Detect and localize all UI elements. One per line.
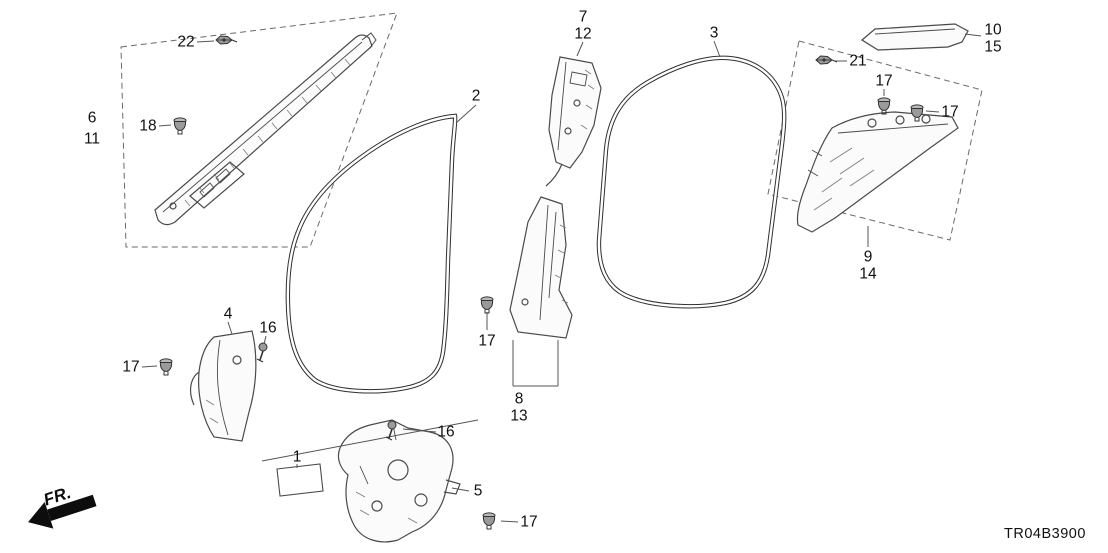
callout-5[interactable]: 5 bbox=[473, 482, 483, 500]
callout-4[interactable]: 4 bbox=[223, 305, 233, 323]
wing-clip-22-icon bbox=[215, 35, 238, 45]
callout-16-lower[interactable]: 16 bbox=[437, 423, 455, 441]
callout-15[interactable]: 15 bbox=[984, 38, 1002, 56]
callout-17-bottom[interactable]: 17 bbox=[520, 513, 538, 531]
callout-10[interactable]: 10 bbox=[984, 21, 1002, 39]
diagram-code: TR04B3900 bbox=[1004, 526, 1086, 542]
fr-direction-arrow: FR. bbox=[28, 483, 97, 529]
grommet-clip-17-bottom-icon bbox=[482, 512, 496, 530]
callout-22[interactable]: 22 bbox=[177, 33, 195, 51]
front-pillar-dashed-box bbox=[120, 12, 398, 248]
grommet-clip-17-right-upper-icon bbox=[877, 97, 891, 115]
quarter-pillar-garnish bbox=[796, 111, 959, 233]
callout-1[interactable]: 1 bbox=[292, 448, 302, 466]
quarter-garnish-hatching bbox=[813, 147, 875, 211]
callout-14[interactable]: 14 bbox=[859, 265, 877, 283]
callout-12[interactable]: 12 bbox=[574, 25, 592, 43]
a-pillar-hatching bbox=[184, 58, 351, 207]
b-pillar-lower-garnish bbox=[509, 196, 573, 339]
rear-pillar-dashed-box bbox=[767, 40, 983, 241]
callout-17-center[interactable]: 17 bbox=[478, 332, 496, 350]
b-pillar-upper-garnish bbox=[545, 56, 602, 187]
callout-9[interactable]: 9 bbox=[863, 248, 873, 266]
grommet-clip-18-icon bbox=[173, 117, 187, 135]
roof-side-garnish bbox=[860, 23, 969, 51]
a-pillar-garnish bbox=[154, 32, 377, 226]
b-pillar-upper-hatching bbox=[580, 69, 595, 130]
callout-21[interactable]: 21 bbox=[849, 52, 867, 70]
leader-lines bbox=[141, 33, 982, 523]
callout-17-right-lower[interactable]: 17 bbox=[941, 103, 959, 121]
callout-6[interactable]: 6 bbox=[87, 109, 97, 127]
callout-18[interactable]: 18 bbox=[139, 117, 157, 135]
group-line bbox=[261, 419, 479, 462]
callout-17-right-upper[interactable]: 17 bbox=[875, 72, 893, 90]
callout-8[interactable]: 8 bbox=[514, 390, 524, 408]
front-door-seal bbox=[285, 113, 458, 394]
kick-panel-hatching bbox=[355, 491, 418, 524]
callout-2[interactable]: 2 bbox=[471, 87, 481, 105]
callout-3[interactable]: 3 bbox=[709, 24, 719, 42]
label-plate bbox=[276, 463, 324, 497]
wing-clip-21-icon bbox=[815, 55, 838, 65]
callout-17-left[interactable]: 17 bbox=[122, 358, 140, 376]
callout-13[interactable]: 13 bbox=[510, 407, 528, 425]
grommet-clip-17-center-icon bbox=[480, 296, 494, 314]
b-pillar-lower-bracket bbox=[512, 340, 559, 387]
grommet-clip-17-left-icon bbox=[159, 358, 173, 376]
cowl-trim-hatching bbox=[205, 399, 219, 424]
callout-16-upper[interactable]: 16 bbox=[259, 319, 277, 337]
rear-door-seal bbox=[596, 55, 787, 309]
push-pin-16-upper-icon bbox=[256, 342, 268, 363]
callout-11[interactable]: 11 bbox=[83, 130, 101, 148]
callout-7[interactable]: 7 bbox=[578, 8, 588, 26]
b-pillar-lower-hatching bbox=[554, 224, 569, 304]
cowl-side-trim bbox=[189, 330, 257, 442]
